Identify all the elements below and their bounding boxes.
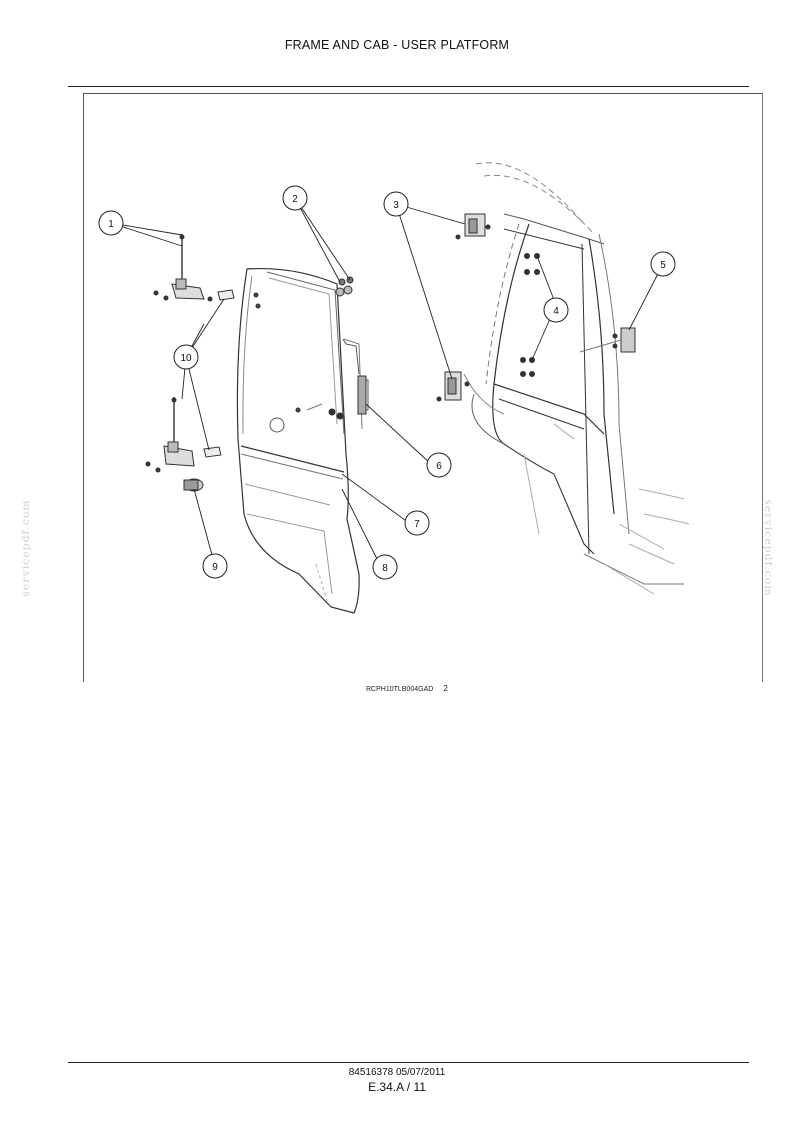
- washer-cluster: [335, 276, 354, 297]
- callout-1: 1: [98, 210, 124, 236]
- page-header-title: FRAME AND CAB - USER PLATFORM: [284, 38, 510, 52]
- callout-label-5: 5: [660, 260, 666, 271]
- footer-document-id: 84516378 05/07/2011: [348, 1067, 446, 1078]
- callout-7: 7: [404, 510, 430, 536]
- figure-reference: RCPH10TLB004GAD: [366, 686, 434, 693]
- callout-label-3: 3: [393, 200, 399, 211]
- leader-lines: [110, 197, 664, 568]
- door-handle-part: [183, 478, 204, 492]
- footer-rule: [68, 1062, 749, 1063]
- callout-9: 9: [202, 553, 228, 579]
- door-panel: [236, 268, 369, 614]
- callout-4: 4: [543, 297, 569, 323]
- exploded-view-figure: 1 2 3 4 5 6 7 8: [83, 93, 763, 682]
- callout-2: 2: [282, 185, 308, 211]
- callout-label-2: 2: [292, 194, 298, 205]
- callout-6: 6: [426, 452, 452, 478]
- callout-label-7: 7: [414, 519, 420, 530]
- figure-number: 2: [443, 684, 448, 693]
- frame-bolts: [520, 253, 540, 377]
- callout-label-9: 9: [212, 562, 218, 573]
- footer-page-number: E.34.A / 11: [368, 1080, 426, 1094]
- callout-10: 10: [173, 344, 199, 370]
- callout-label-8: 8: [382, 563, 388, 574]
- callout-8: 8: [372, 554, 398, 580]
- callout-label-4: 4: [553, 306, 559, 317]
- lower-hinge: [145, 397, 222, 473]
- callout-3: 3: [383, 191, 409, 217]
- callout-5: 5: [650, 251, 676, 277]
- callout-label-1: 1: [108, 219, 114, 230]
- striker-plate: [579, 327, 636, 353]
- right-watermark: servicepdf.com: [762, 499, 774, 597]
- header-rule: [68, 86, 749, 87]
- cab-hinge-lower: [436, 371, 470, 402]
- callout-label-6: 6: [436, 461, 442, 472]
- left-watermark: servicepdf.com: [20, 499, 32, 597]
- figure-caption: RCPH10TLB004GAD 2: [366, 684, 448, 693]
- callout-label-10: 10: [180, 353, 192, 364]
- upper-hinge: [153, 234, 235, 302]
- cab-hinge-upper: [455, 213, 491, 240]
- cab-frame: [463, 162, 690, 595]
- latch-assembly: [342, 338, 367, 415]
- exploded-view-drawing: 1 2 3 4 5 6 7 8: [98, 162, 690, 614]
